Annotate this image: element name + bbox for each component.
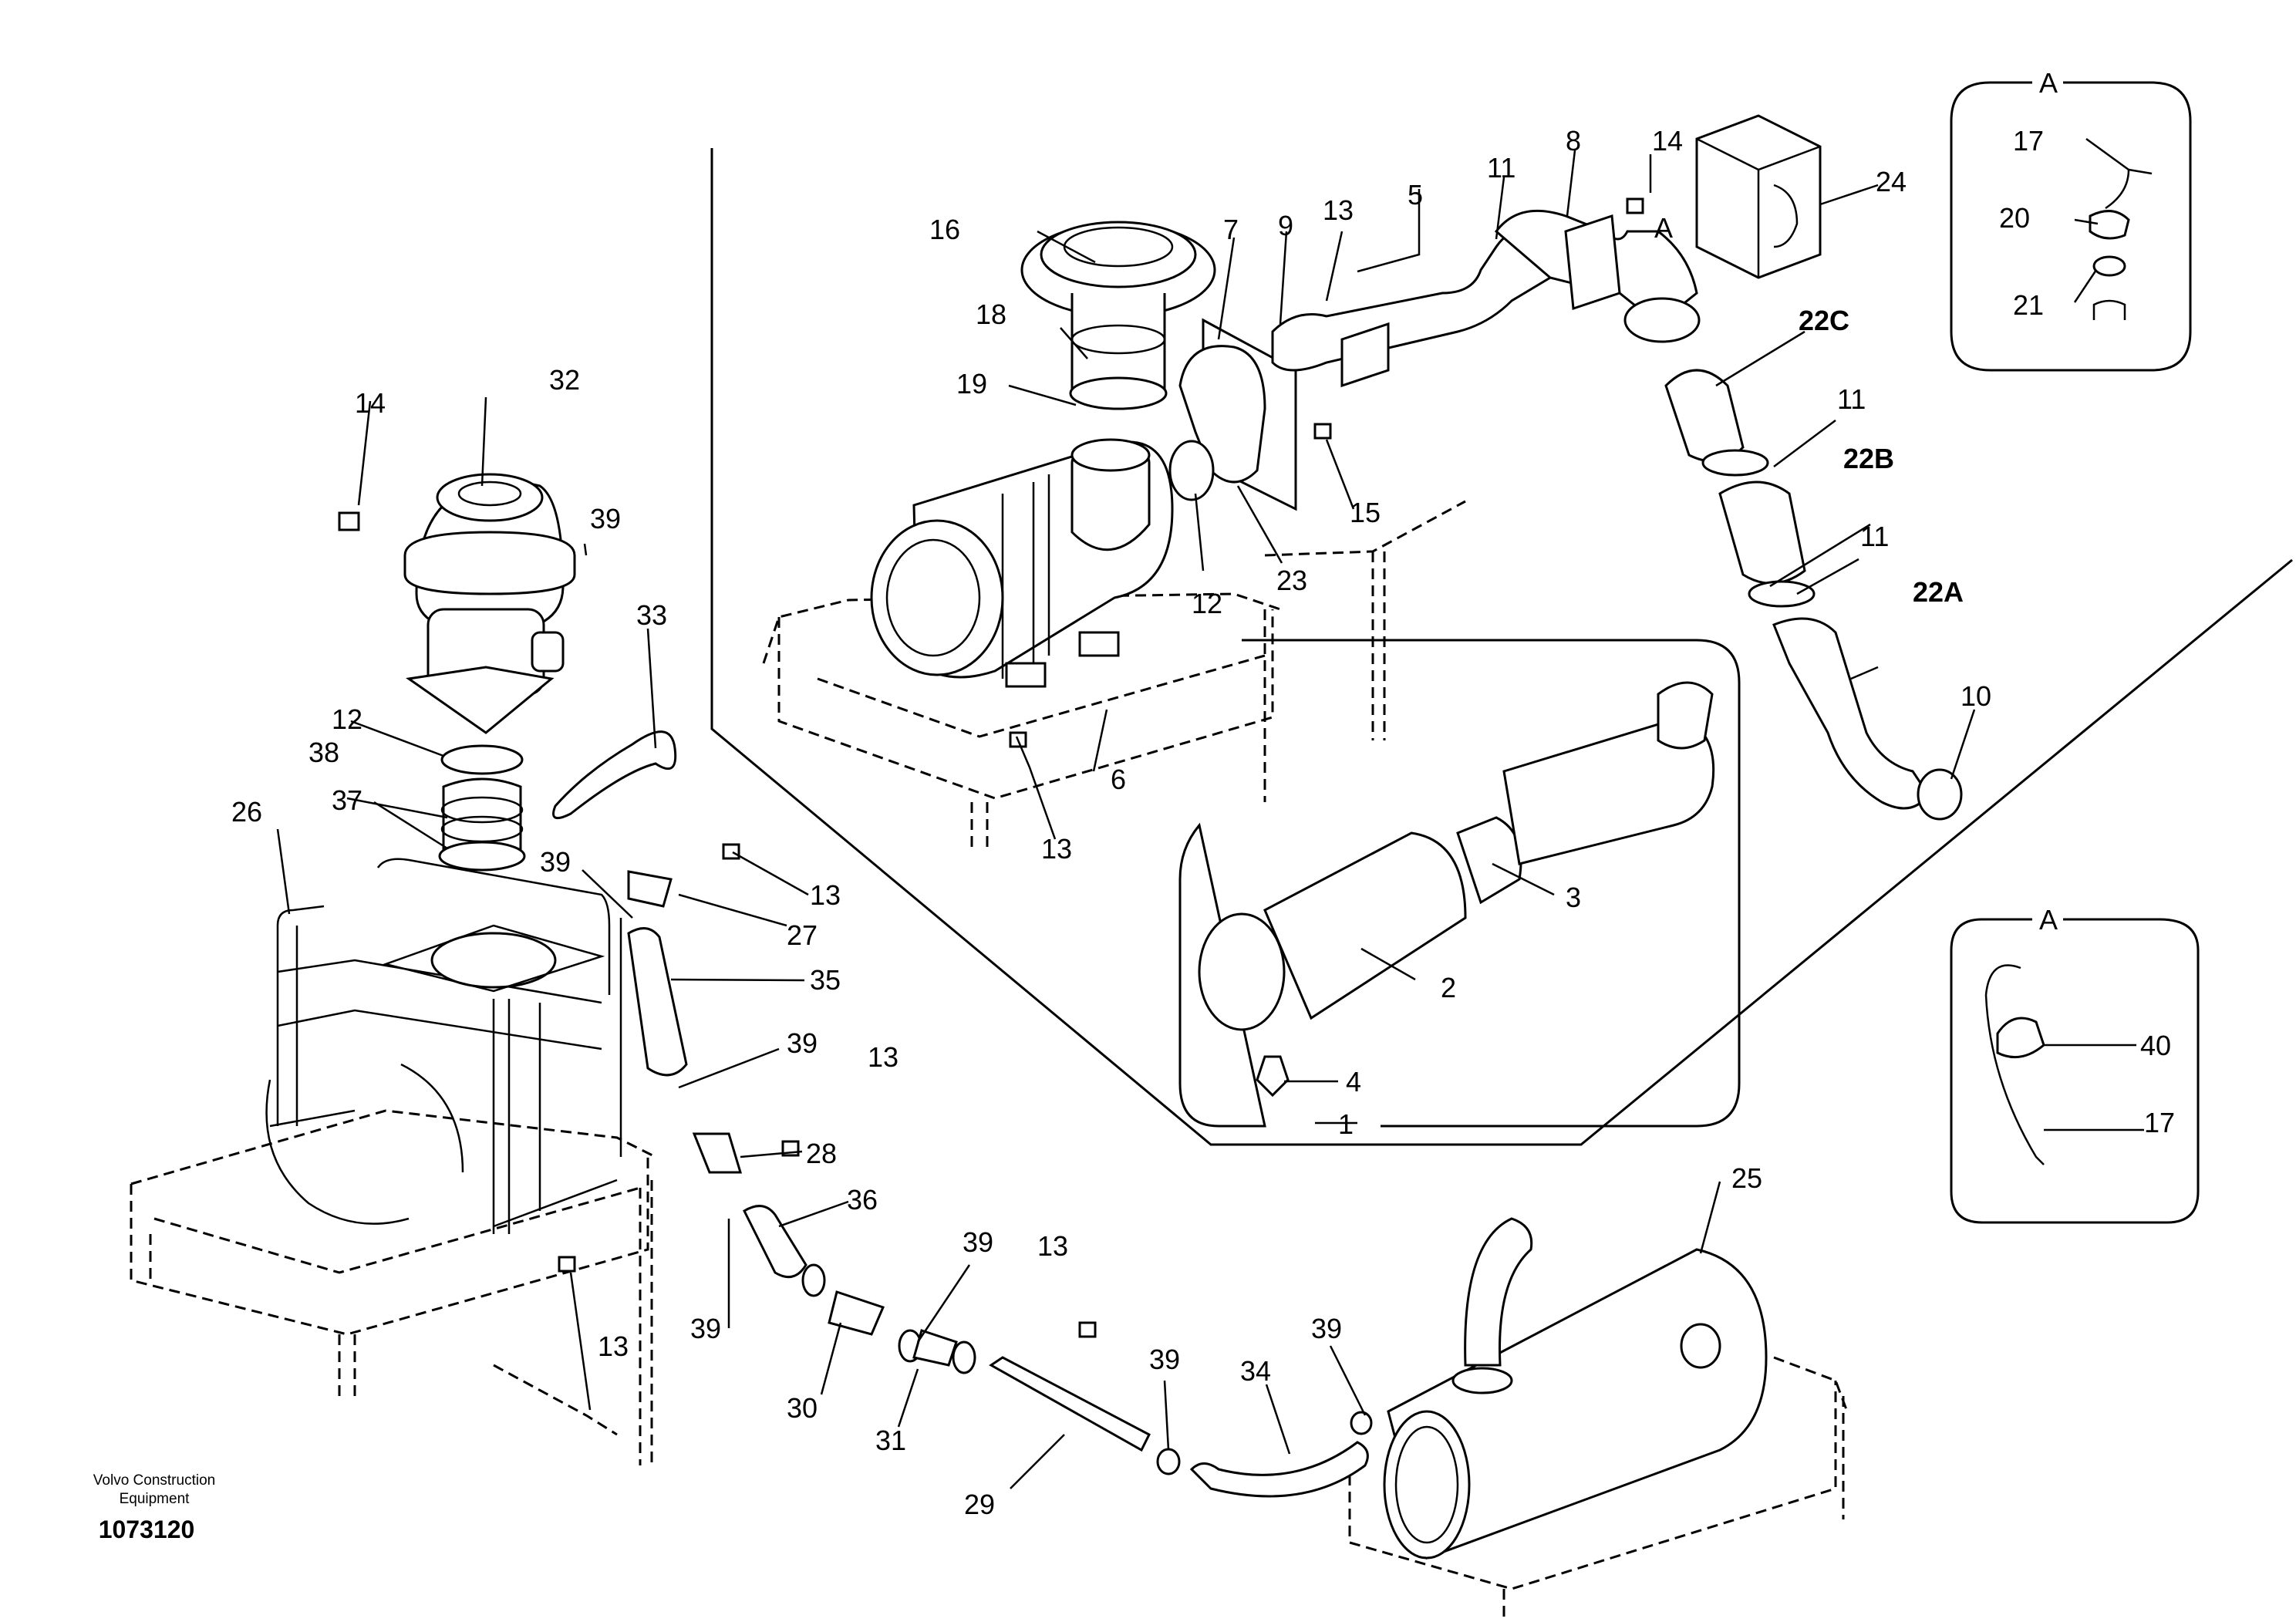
label-14b: 14 bbox=[1652, 125, 1683, 157]
frame-lines bbox=[710, 81, 2293, 1224]
label-16: 16 bbox=[929, 214, 960, 245]
label-39g: 39 bbox=[1311, 1313, 1342, 1344]
label-13b: 13 bbox=[1323, 194, 1354, 226]
label-11b: 11 bbox=[1837, 383, 1866, 415]
seal-block-24 bbox=[1695, 114, 1822, 279]
label-25: 25 bbox=[1731, 1162, 1762, 1194]
label-4: 4 bbox=[1346, 1066, 1361, 1098]
label-22b: 22B bbox=[1843, 443, 1894, 474]
label-17a: 17 bbox=[2013, 125, 2044, 157]
label-30: 30 bbox=[787, 1392, 818, 1424]
label-1: 1 bbox=[1338, 1108, 1354, 1140]
label-39b: 39 bbox=[540, 846, 571, 878]
label-14a: 14 bbox=[355, 387, 386, 419]
label-10: 10 bbox=[1961, 680, 1991, 712]
label-18: 18 bbox=[976, 298, 1006, 330]
detail-a-lower bbox=[1984, 964, 2045, 1165]
company-line-2: Equipment bbox=[119, 1491, 190, 1507]
label-39f: 39 bbox=[1149, 1344, 1180, 1375]
label-2: 2 bbox=[1441, 972, 1456, 1003]
label-36: 36 bbox=[847, 1184, 878, 1216]
drawing-number: 1073120 bbox=[98, 1516, 195, 1543]
label-8: 8 bbox=[1566, 125, 1581, 157]
label-34: 34 bbox=[1240, 1355, 1271, 1387]
label-33: 33 bbox=[636, 599, 667, 631]
muffler-25 bbox=[1350, 1217, 1768, 1560]
label-3: 3 bbox=[1566, 882, 1581, 913]
bolts bbox=[338, 197, 1644, 1338]
label-39c: 39 bbox=[787, 1027, 818, 1059]
label-13a: 13 bbox=[1041, 833, 1072, 865]
label-6: 6 bbox=[1111, 764, 1126, 795]
label-13d: 13 bbox=[598, 1330, 629, 1362]
label-13e: 13 bbox=[868, 1041, 899, 1073]
label-5: 5 bbox=[1408, 179, 1423, 211]
intake-pipe-assembly bbox=[1168, 209, 1701, 511]
label-22c: 22C bbox=[1799, 305, 1849, 336]
label-28: 28 bbox=[806, 1138, 837, 1169]
air-filter-exploded-1 bbox=[1198, 681, 1715, 1098]
label-13c: 13 bbox=[810, 879, 841, 911]
label-15: 15 bbox=[1350, 497, 1381, 528]
label-39d: 39 bbox=[690, 1313, 721, 1344]
pre-cleaner-32 bbox=[403, 473, 576, 734]
label-9: 9 bbox=[1278, 210, 1293, 241]
rubber-hose-38 bbox=[438, 744, 526, 872]
hose-33 bbox=[552, 730, 677, 820]
label-12a: 12 bbox=[1192, 588, 1222, 619]
detail-a-top bbox=[2089, 168, 2153, 320]
label-38: 38 bbox=[308, 737, 339, 768]
label-a-detail-lower: A bbox=[2039, 904, 2058, 936]
label-29: 29 bbox=[964, 1489, 995, 1520]
lower-piping bbox=[627, 870, 1369, 1498]
label-22a: 22A bbox=[1913, 576, 1964, 608]
rain-cap-16 bbox=[1020, 221, 1216, 410]
label-19: 19 bbox=[956, 368, 987, 400]
label-7: 7 bbox=[1223, 214, 1239, 245]
label-21: 21 bbox=[2013, 289, 2044, 321]
intake-hoses-22 bbox=[1664, 369, 1963, 821]
label-35: 35 bbox=[810, 964, 841, 996]
label-17b: 17 bbox=[2144, 1107, 2175, 1138]
label-a-callout: A bbox=[1654, 212, 1673, 244]
label-23: 23 bbox=[1276, 565, 1307, 596]
part-labels: 1 2 3 4 5 6 7 8 9 10 11 11 11 12 12 13 1… bbox=[231, 67, 2175, 1520]
label-39e: 39 bbox=[963, 1226, 993, 1258]
label-37: 37 bbox=[332, 784, 362, 816]
label-20: 20 bbox=[1999, 202, 2030, 234]
label-13f: 13 bbox=[1037, 1230, 1068, 1262]
label-26: 26 bbox=[231, 796, 262, 828]
label-31: 31 bbox=[875, 1425, 906, 1456]
air-cleaner-housing bbox=[870, 438, 1174, 688]
label-12b: 12 bbox=[332, 703, 362, 735]
label-a-detail-top: A bbox=[2039, 67, 2058, 99]
label-40: 40 bbox=[2140, 1030, 2171, 1061]
machine-structure-dashed bbox=[130, 500, 1849, 1620]
company-line-1: Volvo Construction bbox=[93, 1472, 216, 1489]
protective-frame-26 bbox=[265, 858, 622, 1234]
label-11c: 11 bbox=[1860, 521, 1889, 552]
label-32: 32 bbox=[549, 364, 580, 396]
label-39a: 39 bbox=[590, 503, 621, 534]
label-24: 24 bbox=[1876, 166, 1907, 197]
leader-lines bbox=[276, 137, 2144, 1489]
label-27: 27 bbox=[787, 919, 818, 951]
company-name: Volvo Construction Equipment bbox=[62, 1472, 247, 1509]
label-11a: 11 bbox=[1487, 152, 1515, 184]
